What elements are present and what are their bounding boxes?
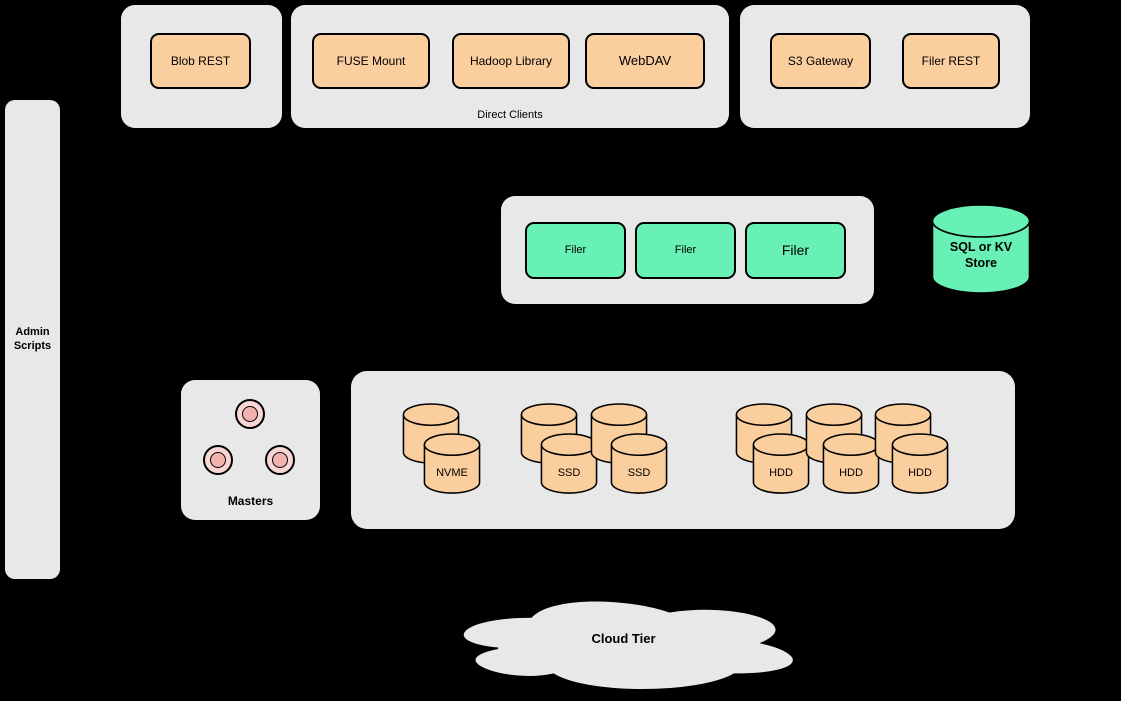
master-node-icon (203, 445, 233, 475)
s3-gateway-node: S3 Gateway (770, 33, 871, 89)
hdd-label: HDD (908, 467, 932, 479)
filer-label-3: Filer (781, 242, 810, 259)
sql-kv-store-label: SQL or KV Store (949, 240, 1013, 270)
ssd-label: SSD (627, 467, 651, 479)
ssd-label: SSD (557, 467, 581, 479)
hadoop-library-label: Hadoop Library (469, 53, 553, 68)
filer-node-2: Filer (635, 222, 736, 279)
blob-rest-node: Blob REST (150, 33, 251, 89)
master-node-inner-circle (210, 452, 226, 468)
filer-rest-label: Filer REST (921, 53, 981, 68)
database-cylinder-icon (931, 204, 1031, 294)
cloud-tier-label: Cloud Tier (591, 630, 656, 646)
cloud-tier-node: Cloud Tier (439, 591, 808, 695)
hadoop-library-node: Hadoop Library (452, 33, 570, 89)
hdd-label: HDD (769, 467, 793, 479)
direct-clients-caption: Direct Clients (477, 109, 543, 121)
webdav-node: WebDAV (585, 33, 705, 89)
webdav-label: WebDAV (618, 53, 672, 69)
master-node-inner-circle (272, 452, 288, 468)
fuse-mount-label: FUSE Mount (336, 53, 406, 68)
master-node-icon (235, 399, 265, 429)
filer-rest-node: Filer REST (902, 33, 1000, 89)
masters-group: Masters (181, 380, 320, 520)
ssd-cylinder-icon: SSD (540, 433, 598, 495)
masters-label: Masters (227, 494, 274, 508)
filer-label-2: Filer (674, 243, 697, 256)
nvme-cylinder-icon: NVME (423, 433, 481, 495)
gateway-group: S3 Gateway Filer REST (740, 5, 1030, 128)
ssd-cylinder-icon: SSD (610, 433, 668, 495)
cloud-icon (462, 599, 795, 691)
admin-scripts-label: Admin Scripts (13, 325, 52, 352)
hdd-cylinder-icon: HDD (822, 433, 880, 495)
filer-group: Filer Filer Filer (501, 196, 874, 304)
admin-scripts-bar: Admin Scripts (5, 100, 60, 579)
direct-clients-group: FUSE Mount Hadoop Library WebDAV Direct … (291, 5, 729, 128)
master-node-icon (265, 445, 295, 475)
blob-rest-group: Blob REST (121, 5, 282, 128)
s3-gateway-label: S3 Gateway (787, 53, 854, 68)
volume-servers-group: NVME SSD SSD HDD HDD (351, 371, 1015, 529)
nvme-label: NVME (436, 467, 468, 479)
filer-label-1: Filer (564, 243, 587, 256)
hdd-cylinder-icon: HDD (752, 433, 810, 495)
hdd-cylinder-icon: HDD (891, 433, 949, 495)
blob-rest-label: Blob REST (170, 53, 231, 68)
hdd-label: HDD (839, 467, 863, 479)
master-node-inner-circle (242, 406, 258, 422)
filer-node-3: Filer (745, 222, 846, 279)
fuse-mount-node: FUSE Mount (312, 33, 430, 89)
filer-node-1: Filer (525, 222, 626, 279)
sql-kv-store-cylinder: SQL or KV Store (931, 204, 1031, 295)
